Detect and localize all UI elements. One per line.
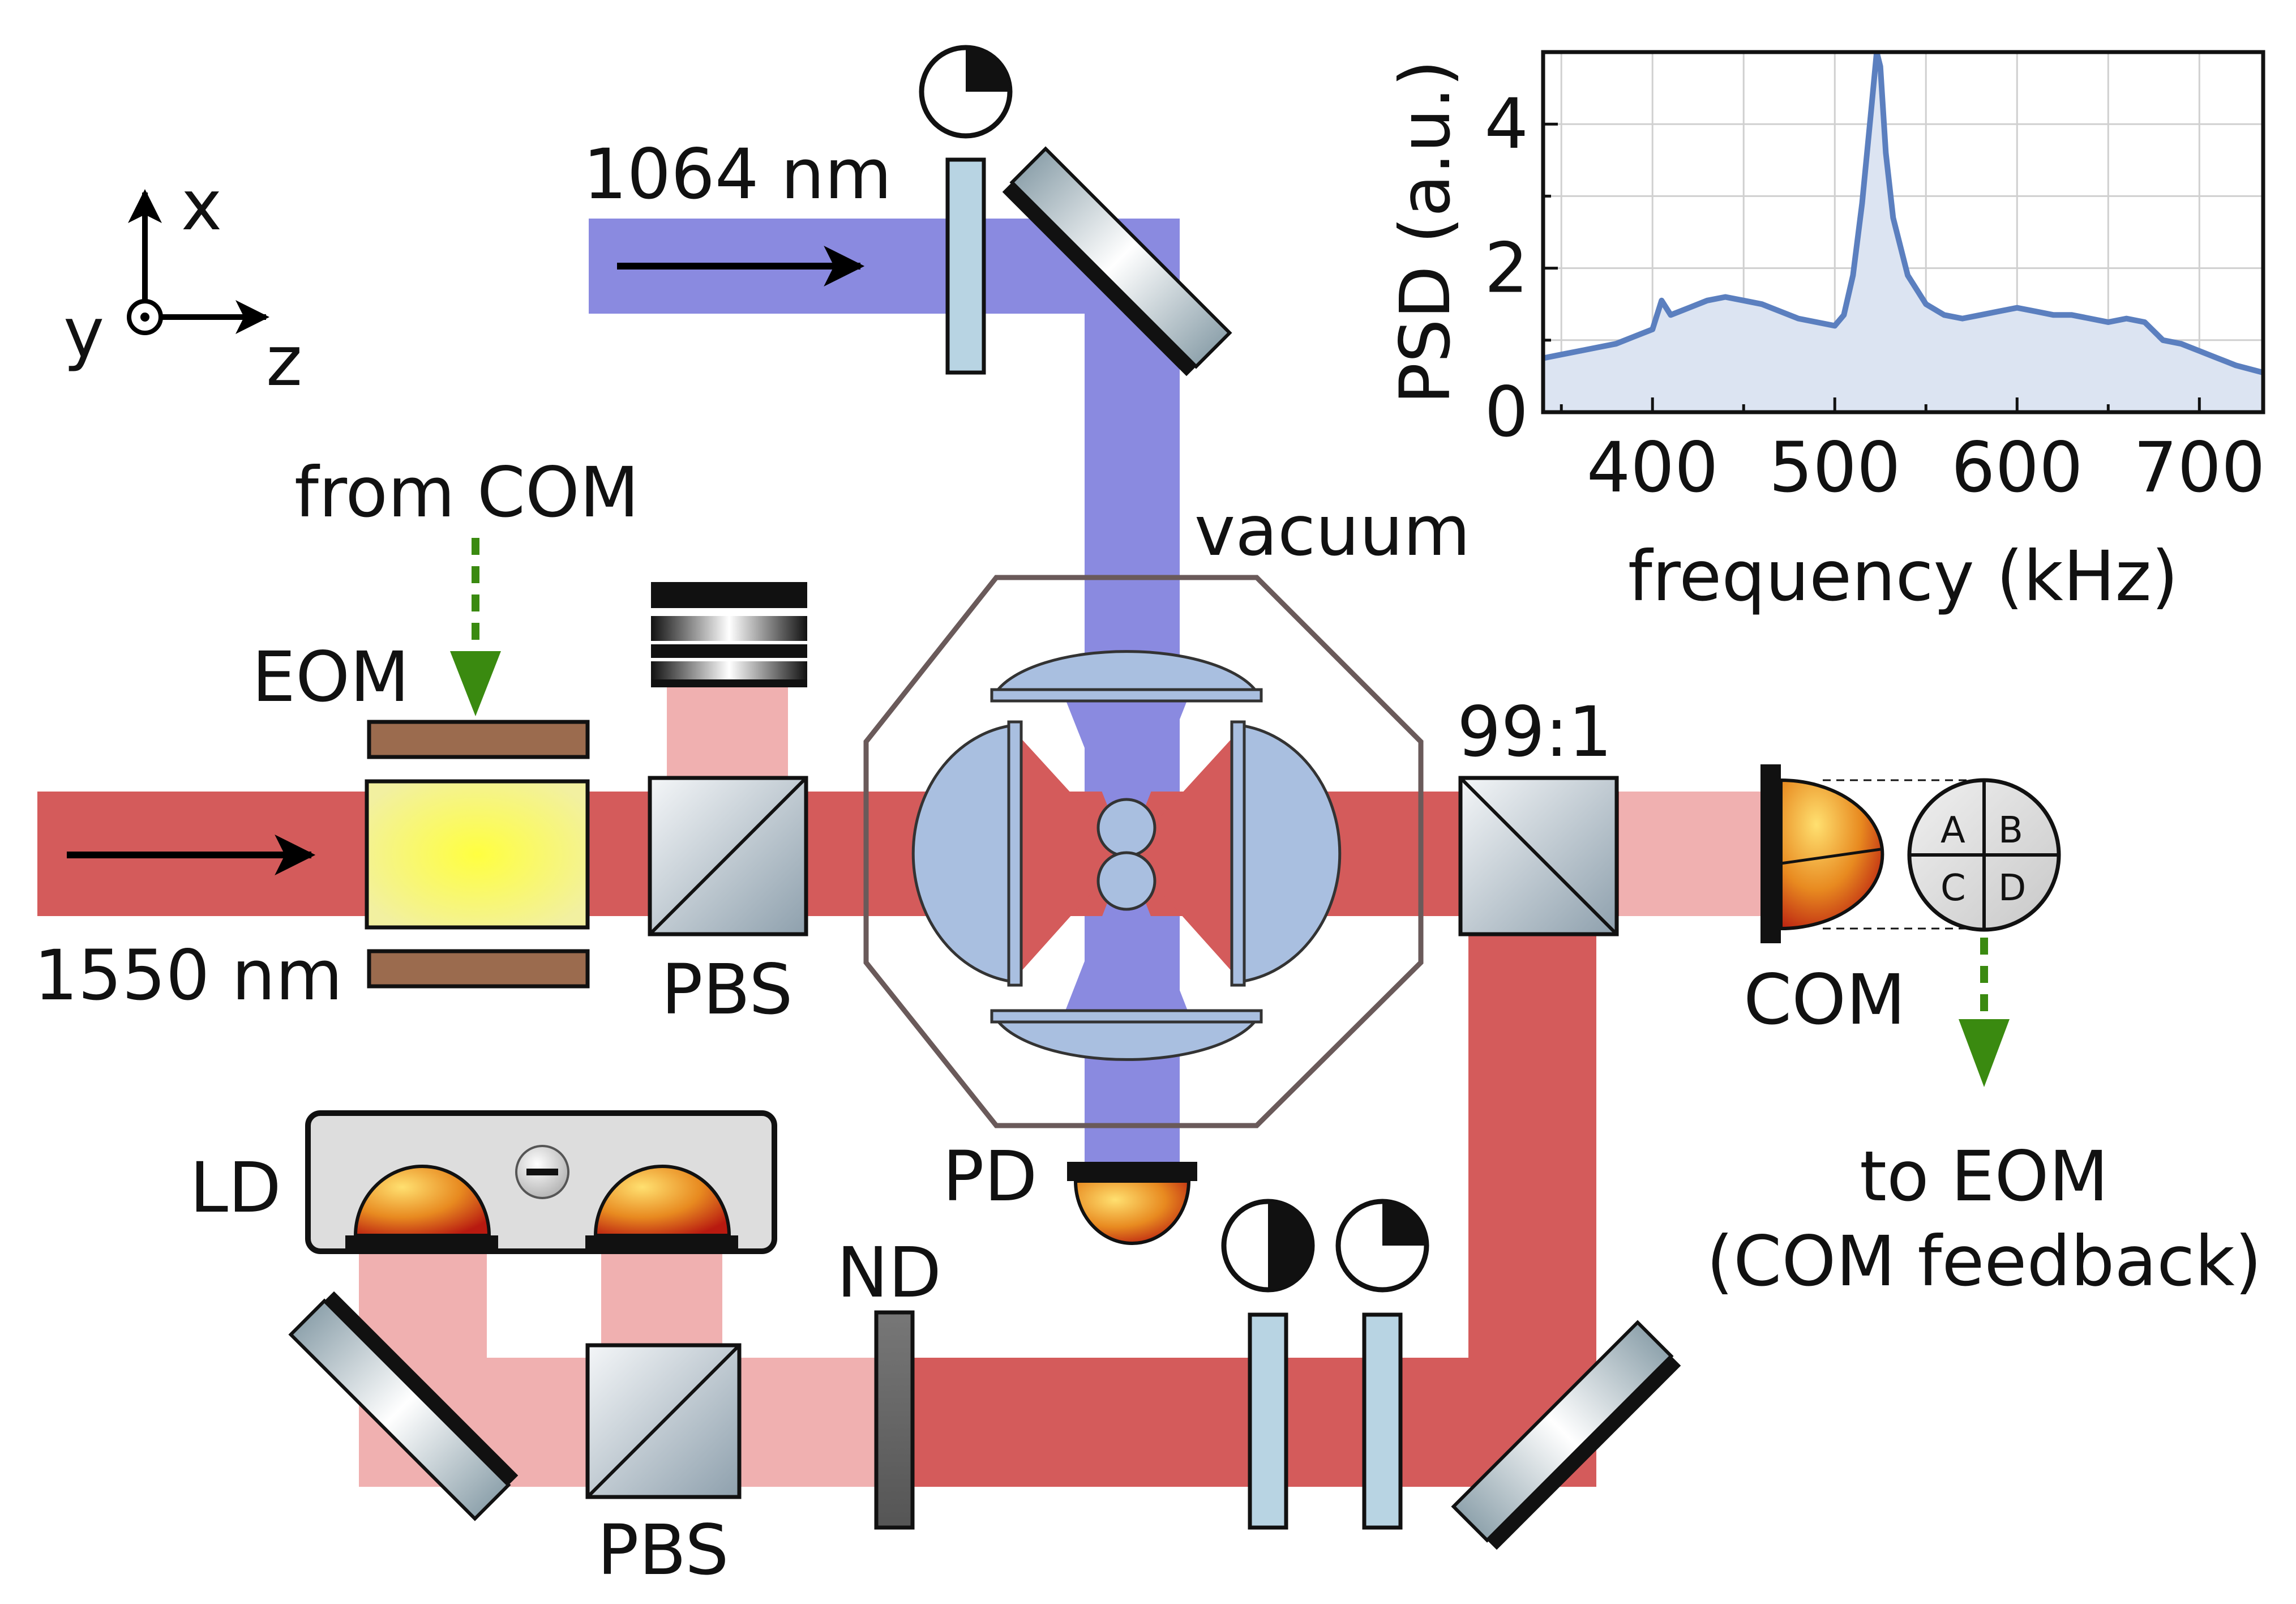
quadrant-photodiode-icon: A B C D bbox=[1907, 778, 2061, 932]
coordinate-axes: x y z bbox=[63, 165, 302, 401]
eom-electrode-bottom bbox=[367, 949, 590, 989]
psd-inset-chart: 400 500 600 700 0 2 4 frequency (kHz) PSD (a.… bbox=[1385, 50, 2265, 617]
to-eom-label-line1: to EOM bbox=[1860, 1136, 2109, 1217]
quadrant-a-label: A bbox=[1941, 810, 1965, 852]
psd-area-fill bbox=[1543, 52, 2263, 412]
com-detector bbox=[1779, 778, 1884, 931]
minus-icon bbox=[515, 1145, 569, 1199]
pbs-top-group: PBS bbox=[648, 582, 808, 1030]
plot-frame bbox=[1541, 50, 2265, 414]
path-1550-input: 1550 nm EOM from COM bbox=[34, 452, 639, 1016]
ld-group: LD bbox=[190, 1110, 777, 1254]
eom-label: EOM bbox=[252, 637, 409, 717]
lens-left bbox=[911, 723, 1021, 984]
x-axis-label: frequency (kHz) bbox=[1628, 536, 2178, 617]
ld-diode-right bbox=[593, 1165, 731, 1237]
pd-label: PD bbox=[943, 1136, 1038, 1217]
pbs-bottom-label: PBS bbox=[597, 1510, 729, 1590]
ld-label: LD bbox=[190, 1148, 281, 1228]
beam-1064-label: 1064 nm bbox=[583, 134, 892, 215]
quadrant-c-label: C bbox=[1941, 867, 1966, 909]
eom-crystal bbox=[365, 779, 590, 930]
half-wave-plate bbox=[1248, 1312, 1288, 1530]
half-wave-plate-icon bbox=[1221, 1199, 1315, 1293]
pd-group: PD bbox=[943, 1136, 1197, 1245]
mirror-return-corner bbox=[1451, 1320, 1681, 1550]
path-1064-components: 1064 nm bbox=[583, 45, 1232, 377]
beam-1550-label: 1550 nm bbox=[34, 935, 342, 1016]
from-com-label: from COM bbox=[294, 452, 639, 533]
pd-mount bbox=[1067, 1162, 1197, 1181]
bottom-path-components: PBS ND bbox=[288, 1199, 1681, 1590]
lens-bottom bbox=[993, 1017, 1260, 1061]
nd-label: ND bbox=[837, 1233, 941, 1313]
axis-x-label: x bbox=[181, 165, 222, 246]
y-tick-label: 0 bbox=[1484, 372, 1528, 452]
y-tick-label: 2 bbox=[1484, 228, 1528, 309]
quarter-wave-plate-bottom-icon bbox=[1335, 1199, 1429, 1293]
com-detector-mount bbox=[1760, 764, 1781, 943]
vacuum-label: vacuum bbox=[1194, 491, 1471, 571]
to-eom-label-line2: (COM feedback) bbox=[1707, 1221, 2262, 1302]
beam-dump-icon bbox=[651, 582, 807, 687]
quadrant-d-label: D bbox=[1998, 867, 2026, 909]
focused-1550-beam bbox=[1019, 736, 1126, 974]
mirror-1064-turn bbox=[1002, 146, 1232, 377]
y-axis-ticks: 0 2 4 bbox=[1484, 50, 1558, 452]
axis-z-label: z bbox=[266, 321, 302, 401]
x-tick-label: 400 bbox=[1587, 427, 1719, 508]
x-tick-label: 500 bbox=[1769, 427, 1901, 508]
nd-filter bbox=[874, 1310, 915, 1530]
lens-right bbox=[1232, 723, 1342, 984]
y-tick-label: 4 bbox=[1484, 84, 1528, 164]
splitter-label: 99:1 bbox=[1457, 692, 1612, 772]
pd-detector bbox=[1073, 1179, 1191, 1245]
ld-diode-left bbox=[353, 1165, 491, 1237]
lens-top bbox=[993, 650, 1260, 694]
waveplate-1064 bbox=[945, 157, 986, 375]
trapped-particle-bottom bbox=[1096, 851, 1156, 911]
vacuum-octagon bbox=[863, 575, 1424, 1128]
y-axis-label: PSD (a.u.) bbox=[1385, 60, 1466, 405]
focused-1064-beam bbox=[1064, 696, 1189, 854]
quarter-wave-plate-bottom bbox=[1362, 1312, 1403, 1530]
trapped-particle-top bbox=[1096, 798, 1156, 858]
pbs-top-label: PBS bbox=[661, 949, 793, 1030]
mirror-ld-left bbox=[288, 1291, 519, 1521]
com-label: COM bbox=[1744, 960, 1905, 1040]
x-tick-label: 700 bbox=[2134, 427, 2265, 508]
eom-electrode-top bbox=[367, 720, 590, 759]
com-detection: 99:1 COM A B C D to EOM (COM feedback) bbox=[1457, 692, 2261, 1302]
x-axis-ticks: 400 500 600 700 bbox=[1560, 397, 2265, 508]
axis-y-label: y bbox=[63, 293, 104, 373]
vacuum-chamber: vacuum bbox=[863, 491, 1471, 1128]
x-tick-label: 600 bbox=[1951, 427, 2083, 508]
quarter-wave-plate-icon bbox=[919, 45, 1013, 139]
psd-series-line bbox=[1543, 52, 2263, 375]
quadrant-b-label: B bbox=[1998, 810, 2023, 852]
